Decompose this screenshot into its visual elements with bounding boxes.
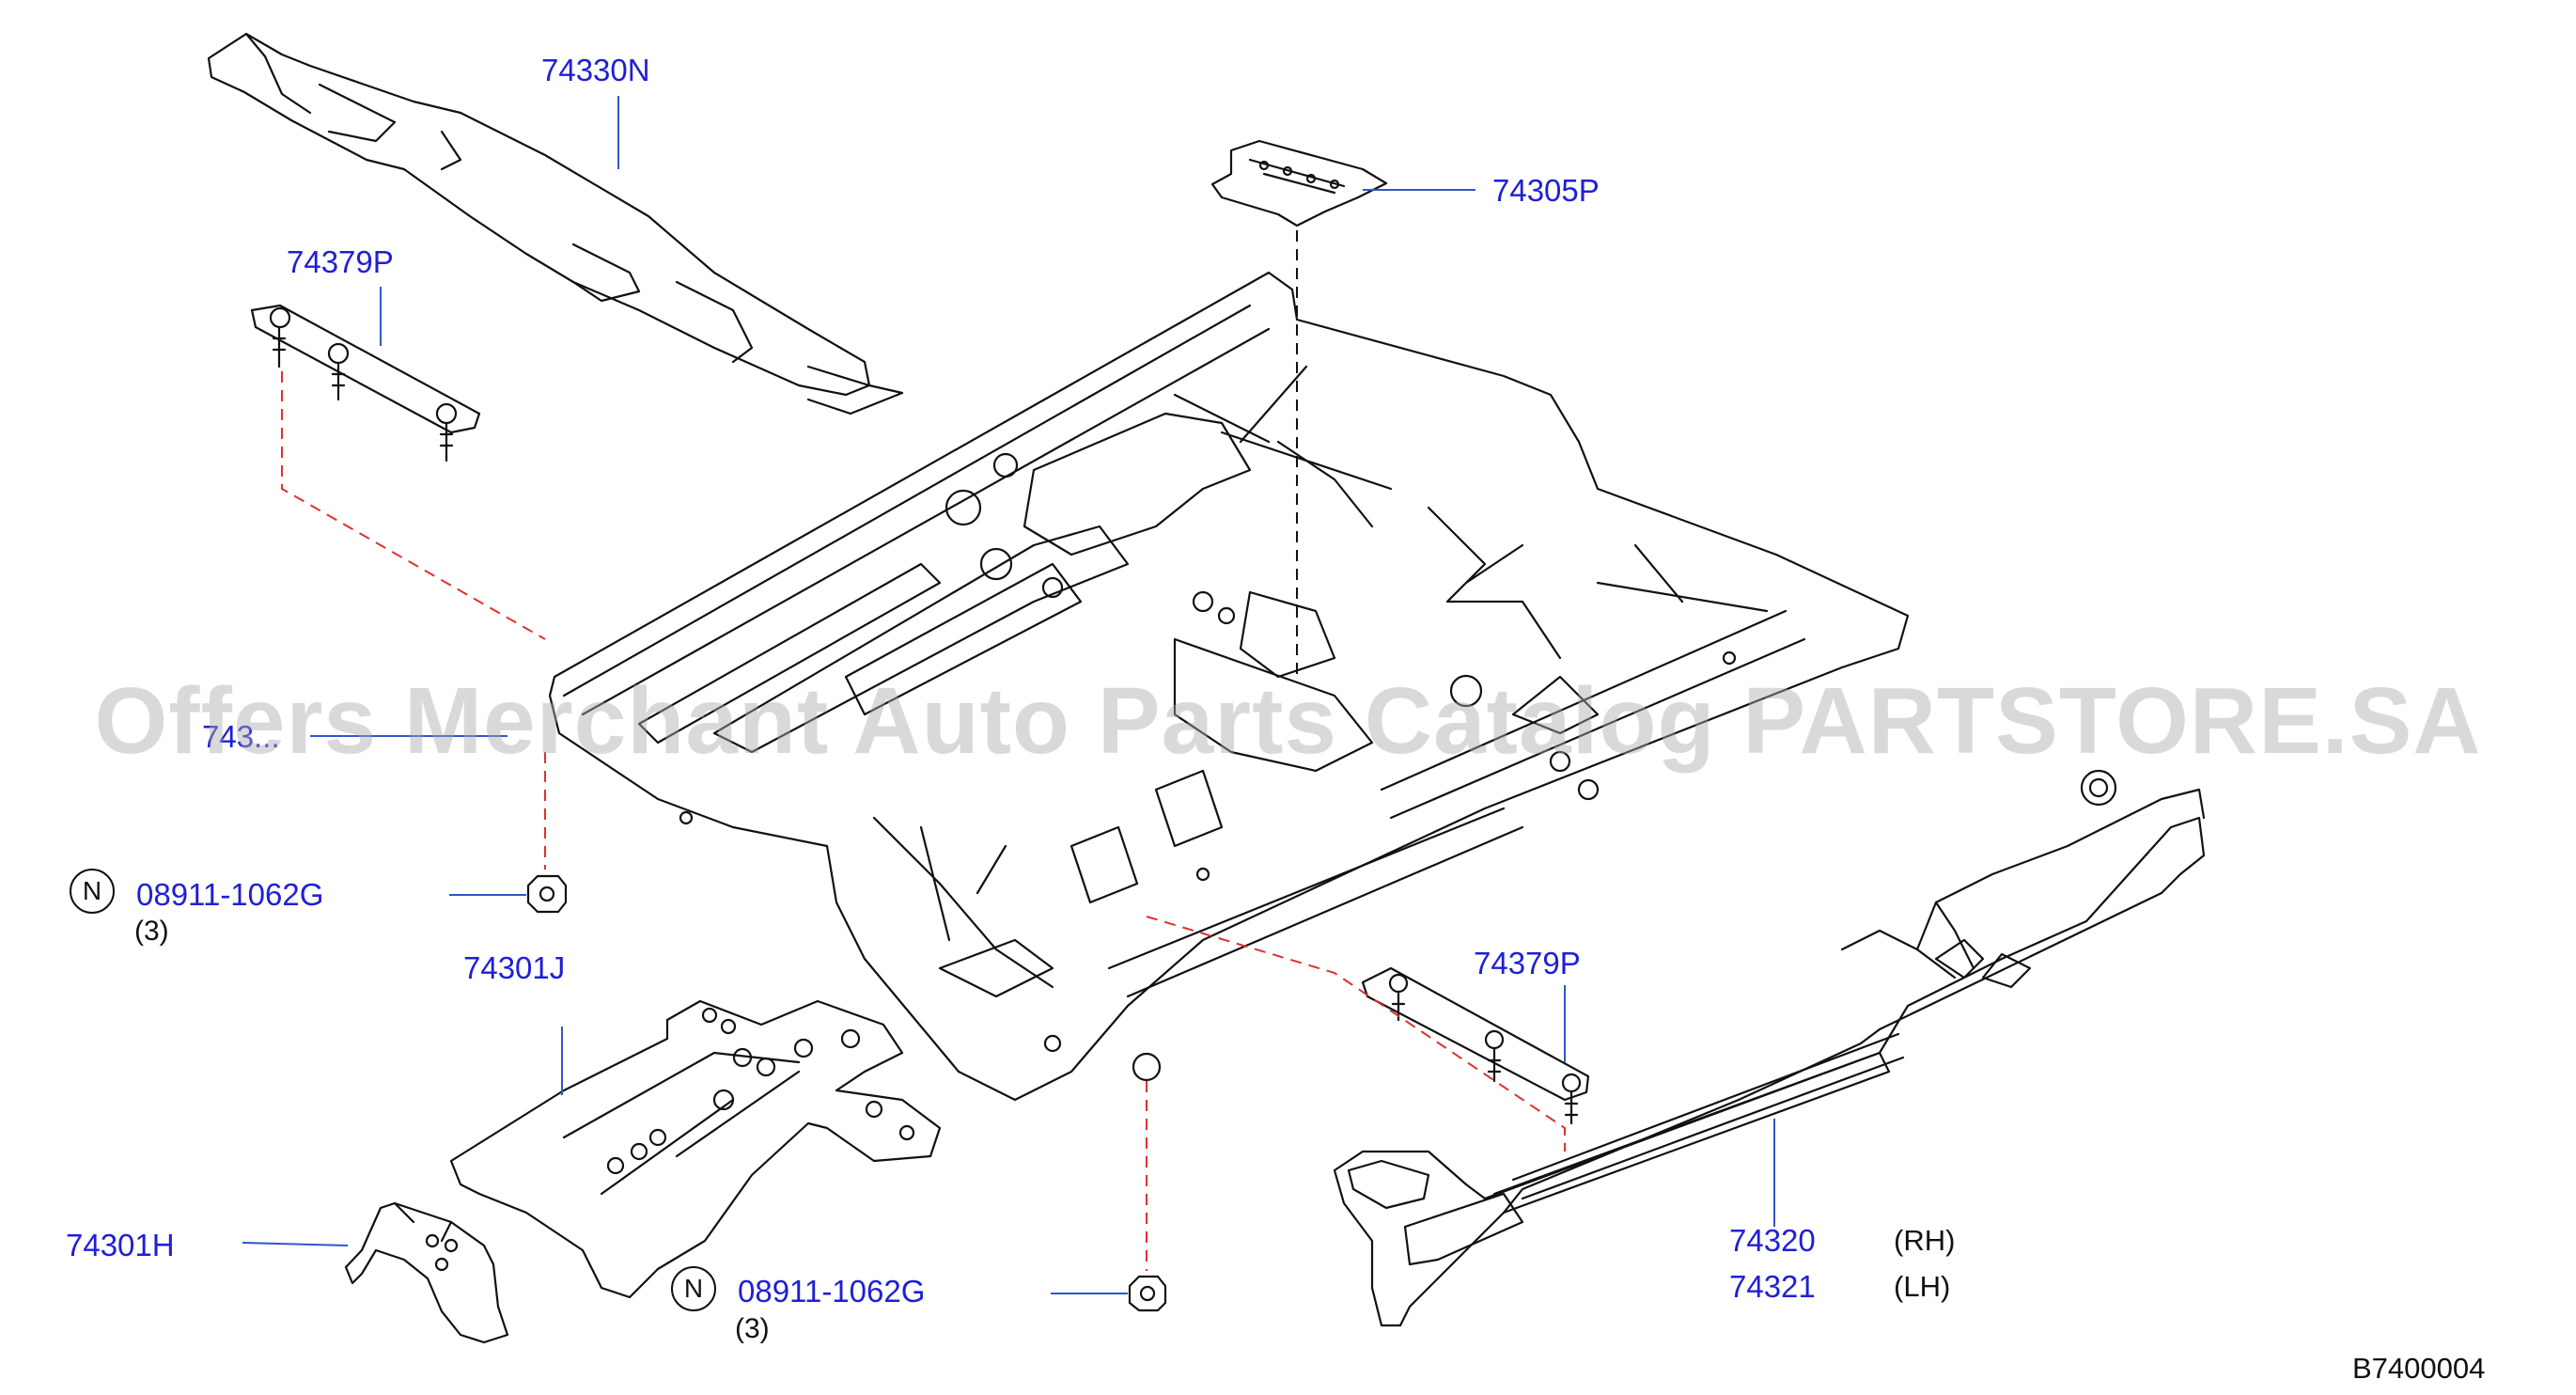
n-symbol-upper: N xyxy=(70,869,115,914)
left-bracket-part[interactable] xyxy=(250,304,481,462)
dashed-right-bracket xyxy=(1146,916,1566,1152)
front-member-part[interactable] xyxy=(449,999,942,1299)
label-74379p-right[interactable]: 74379P xyxy=(1474,946,1581,980)
top-bracket-part[interactable] xyxy=(1210,139,1388,227)
lower-nut-part[interactable] xyxy=(1128,1275,1167,1312)
label-rh: (RH) xyxy=(1894,1224,1956,1257)
label-lh: (LH) xyxy=(1894,1270,1951,1303)
label-74321[interactable]: 74321 xyxy=(1729,1269,1816,1304)
label-74305p[interactable]: 74305P xyxy=(1492,173,1600,208)
dashed-left-bracket xyxy=(281,371,546,640)
qty-upper-nut: (3) xyxy=(134,916,169,947)
floor-panel-part[interactable] xyxy=(548,271,1910,1102)
diagram-code: B7400004 xyxy=(2352,1352,2486,1385)
label-floor-partial[interactable]: 743... xyxy=(202,719,280,754)
right-bracket-part[interactable] xyxy=(1361,966,1590,1125)
n-symbol-lower: N xyxy=(671,1266,716,1311)
upper-nut-part[interactable] xyxy=(526,874,568,914)
label-74379p-left[interactable]: 74379P xyxy=(287,244,394,279)
rear-member-part[interactable] xyxy=(207,32,904,415)
front-bracket-part[interactable] xyxy=(344,1201,509,1344)
label-74330n[interactable]: 74330N xyxy=(541,53,650,87)
watermark-text: Offers Merchant Auto Parts Catalog PARTS… xyxy=(94,668,2482,774)
label-08911-1062g-lower[interactable]: 08911-1062G xyxy=(738,1274,926,1309)
label-74301h[interactable]: 74301H xyxy=(66,1228,175,1262)
side-sill-part[interactable] xyxy=(1333,769,2206,1327)
leader-front-bracket xyxy=(242,1242,349,1246)
qty-lower-nut: (3) xyxy=(735,1313,770,1344)
label-74320[interactable]: 74320 xyxy=(1729,1223,1816,1258)
label-74301j[interactable]: 74301J xyxy=(463,950,566,985)
label-08911-1062g-upper[interactable]: 08911-1062G xyxy=(136,877,324,912)
